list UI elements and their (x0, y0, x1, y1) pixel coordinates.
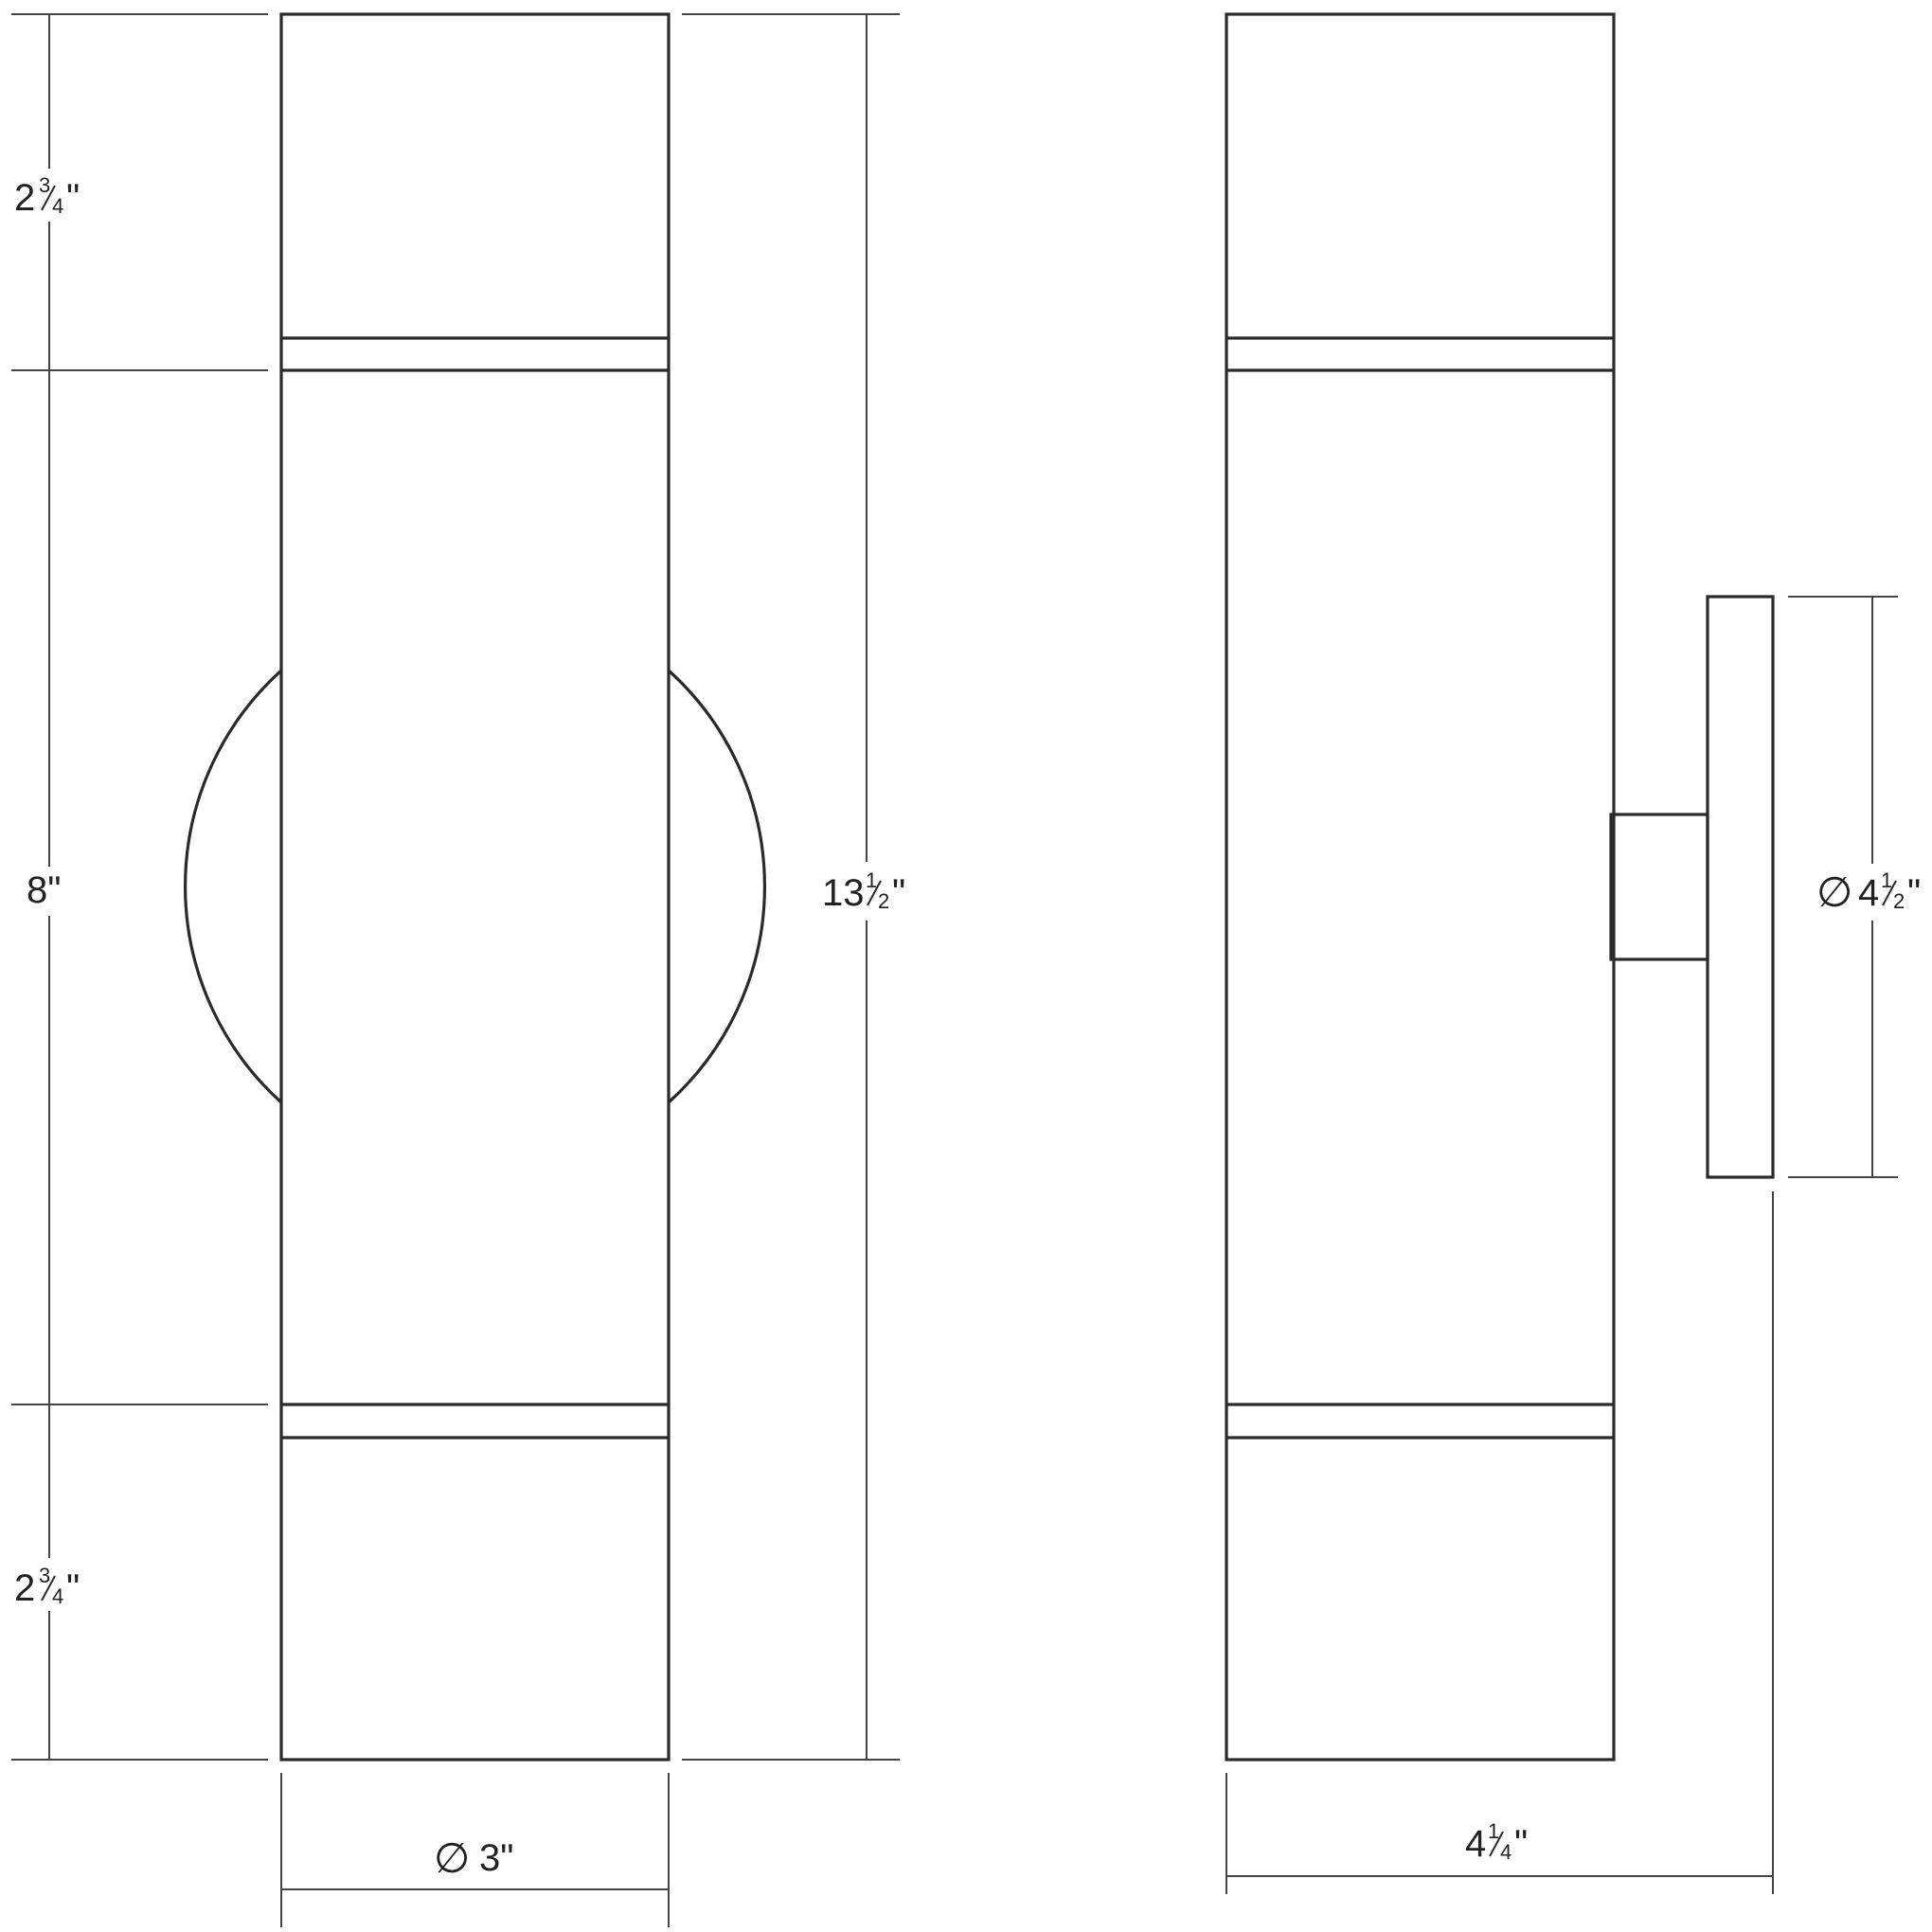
side-cylinder-body (1225, 12, 1616, 1762)
dim-label-bottom-section: 2 3 4 " (14, 1564, 80, 1609)
front-view (183, 12, 767, 1762)
left-dimension-chain: 2 3 4 " 8" 2 3 4 " (9, 13, 268, 1761)
dim-top-whole: 2 (14, 177, 35, 219)
dim-ext-unit: " (1514, 1823, 1528, 1865)
overall-height-dimension: 13 1 2 " (682, 13, 919, 1761)
front-cylinder-body (279, 12, 671, 1762)
front-backplate-left-arc (183, 669, 283, 1104)
side-mounting-arm (1609, 813, 1709, 961)
body-diameter-dimension: ∅ 3" (280, 1773, 670, 1927)
dim-top-unit: " (66, 177, 80, 219)
dim-label-middle-section: 8" (27, 869, 61, 911)
dim-label-body-diameter: ∅ 3" (434, 1834, 513, 1883)
dim-top-den: 4 (52, 194, 63, 218)
dim-height-whole: 13 (822, 872, 865, 914)
dim-canopy-unit: " (1907, 872, 1921, 914)
dim-ext-num: 1 (1488, 1819, 1499, 1843)
dim-bottom-num: 3 (39, 1564, 50, 1587)
canopy-diameter-dimension: ∅ 4 1 2 " (1788, 596, 1930, 1178)
dim-bottom-whole: 2 (14, 1567, 35, 1609)
dim-canopy-whole: 4 (1858, 872, 1879, 914)
dim-ext-whole: 4 (1465, 1823, 1486, 1865)
dim-height-unit: " (892, 872, 905, 914)
dim-label-canopy-diameter: ∅ 4 1 2 " (1816, 868, 1921, 917)
extension-dimension: 4 1 4 " (1225, 1191, 1774, 1894)
dim-label-overall-height: 13 1 2 " (822, 868, 905, 914)
dim-canopy-num: 1 (1881, 868, 1892, 892)
dim-top-num: 3 (39, 173, 50, 197)
dim-canopy-den: 2 (1893, 889, 1905, 913)
dim-label-extension: 4 1 4 " (1465, 1819, 1528, 1865)
canopy-diameter-symbol-icon: ∅ (1816, 868, 1852, 917)
dim-bottom-den: 4 (52, 1584, 63, 1608)
side-view (1225, 12, 1775, 1762)
dim-height-den: 2 (878, 889, 889, 913)
dim-label-top-section: 2 3 4 " (14, 173, 80, 219)
dim-ext-den: 4 (1500, 1840, 1512, 1864)
diameter-symbol-icon: ∅ (434, 1834, 470, 1883)
side-wall-canopy (1706, 595, 1775, 1179)
dim-height-num: 1 (866, 868, 877, 892)
front-backplate-right-arc (667, 669, 767, 1104)
dim-diameter-text: 3" (479, 1837, 513, 1879)
dim-bottom-unit: " (66, 1567, 80, 1609)
